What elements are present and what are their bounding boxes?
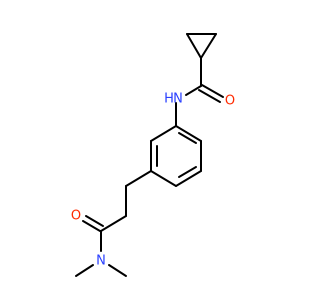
dimethyl-nitrogen-label: N	[96, 254, 106, 269]
molecule-structure: H N O O N	[71, 33, 235, 277]
bond-ring-1	[175, 125, 202, 142]
bond-ring-chain	[125, 170, 152, 187]
bond-n-methyl-left	[75, 264, 94, 277]
bond-chain-carbonyl	[100, 215, 127, 232]
bond-ring-inner-2	[178, 166, 197, 178]
bottom-carbonyl-oxygen-label: O	[71, 209, 81, 224]
top-carbonyl-oxygen-label: O	[225, 94, 235, 109]
bond-ring-6	[150, 125, 177, 142]
molecule-canvas: H N O O N	[70, 33, 236, 277]
bond-top-carbonyl-double-1	[201, 84, 224, 98]
amide-nitrogen-label: N	[173, 92, 183, 107]
bond-top-carbonyl-double-2	[198, 89, 221, 103]
amide-hydrogen-label: H	[164, 92, 174, 107]
bond-ring-3	[175, 170, 202, 187]
bond-ring-4	[150, 170, 177, 187]
bond-cyclopropane-left	[186, 33, 202, 59]
bond-bottom-carbonyl-double-1	[82, 220, 101, 232]
bond-n-methyl-right	[108, 264, 127, 277]
bond-bottom-carbonyl-double-2	[85, 215, 104, 227]
bond-cyclopropane-right	[200, 33, 217, 59]
bond-ring-inner-1	[178, 132, 197, 144]
bond-carbonyl-nh	[185, 85, 202, 96]
